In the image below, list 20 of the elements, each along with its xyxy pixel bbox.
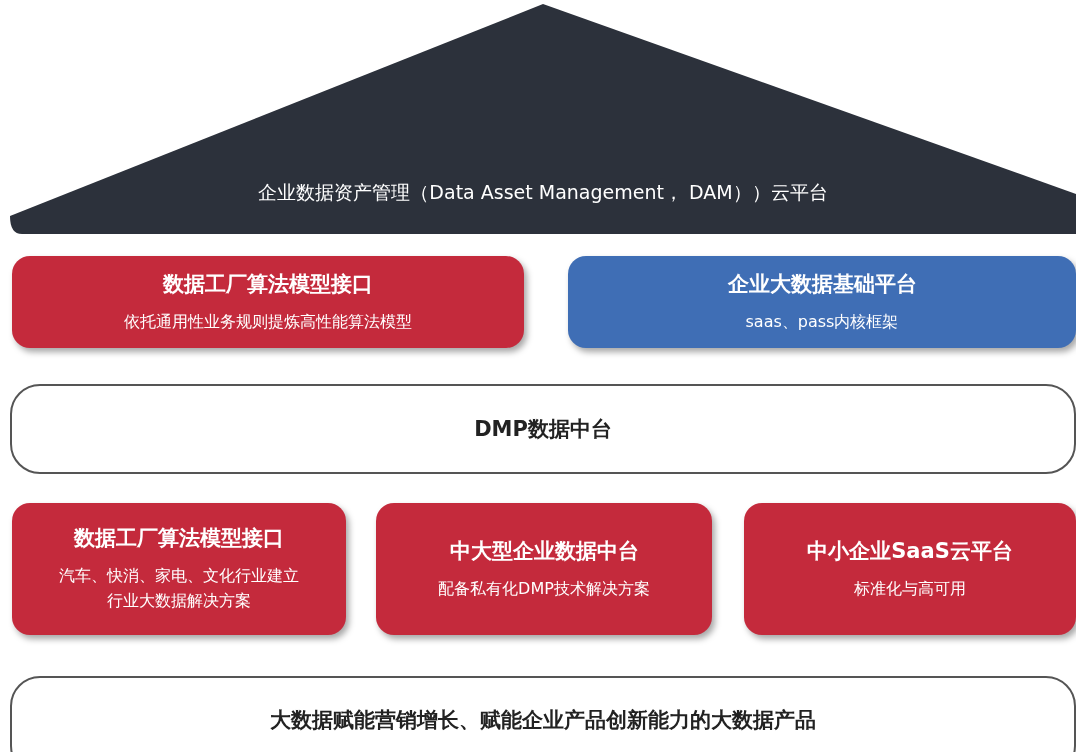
- card-description: 依托通用性业务规则提炼高性能算法模型: [124, 310, 412, 333]
- card-description: 标准化与高可用: [854, 577, 966, 600]
- layer-card: [568, 256, 1076, 348]
- layer-card: [12, 503, 346, 635]
- card-heading: 中小企业SaaS云平台: [807, 537, 1013, 565]
- card-heading: 中大型企业数据中台: [449, 537, 639, 565]
- card-heading: DMP数据中台: [474, 416, 612, 443]
- card-description: saas、pass内核框架: [745, 310, 899, 333]
- layer-card: [744, 503, 1076, 635]
- roof-title: 企业数据资产管理（Data Asset Management， DAM））云平台: [257, 180, 829, 205]
- card-heading: 企业大数据基础平台: [727, 270, 917, 298]
- card-heading: 大数据赋能营销增长、赋能企业产品创新能力的大数据产品: [270, 707, 816, 734]
- card-description: 汽车、快消、家电、文化行业建立行业大数据解决方案: [58, 565, 300, 612]
- card-heading: 数据工厂算法模型接口: [163, 270, 373, 298]
- layer-card: [376, 503, 712, 635]
- card-heading: 数据工厂算法模型接口: [74, 525, 284, 553]
- card-description: 配备私有化DMP技术解决方案: [438, 577, 650, 600]
- layer-card: [12, 256, 524, 348]
- layer-band: [10, 384, 1076, 474]
- layer-band: [10, 676, 1076, 752]
